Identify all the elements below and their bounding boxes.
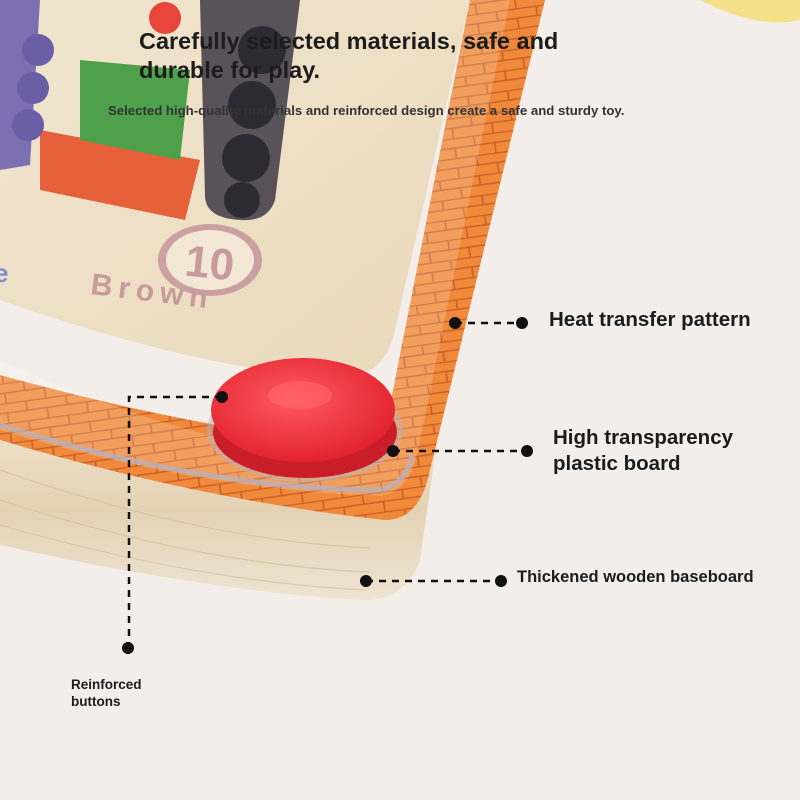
subline: Selected high-quality materials and rein… <box>108 103 625 118</box>
headline: Carefully selected materials, safe and d… <box>139 28 559 83</box>
label-heat-transfer: Heat transfer pattern <box>549 308 751 331</box>
red-button <box>207 358 403 482</box>
callout-buttons-line <box>122 391 228 654</box>
brick-border <box>0 0 545 520</box>
label-baseboard: Thickened wooden baseboard <box>517 568 754 586</box>
yellow-string-decoration <box>700 0 800 23</box>
callout-baseboard-line <box>360 575 507 587</box>
bead-slot <box>200 0 300 221</box>
callout-heat-transfer-line <box>449 317 528 329</box>
label-plastic-board: High transparency plastic board <box>553 426 733 475</box>
printed-illustration <box>0 0 200 220</box>
partial-letter: e <box>0 258 8 288</box>
label-buttons: Reinforced buttons <box>71 677 142 709</box>
number-badge: 10 <box>158 224 262 296</box>
badge-number: 10 <box>183 237 237 291</box>
callout-plastic-board-line <box>387 445 533 457</box>
